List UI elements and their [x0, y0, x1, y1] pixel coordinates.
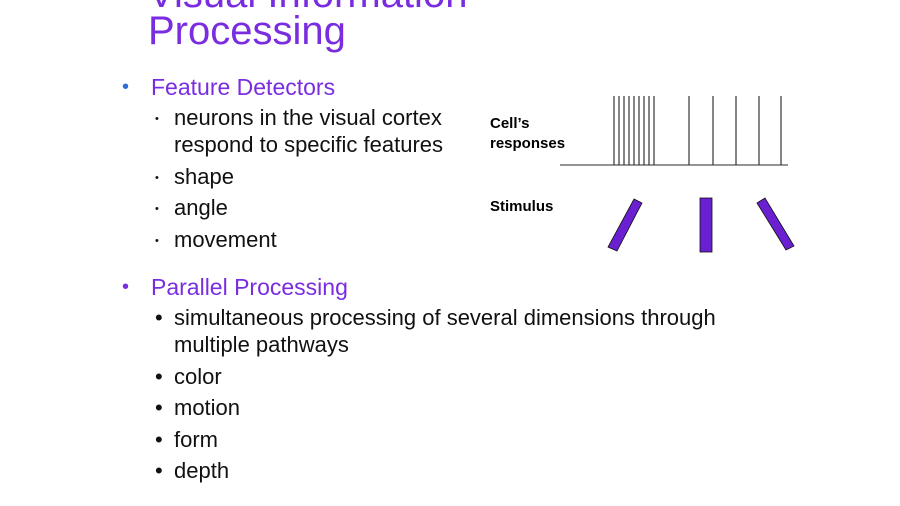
list-item: simultaneous processing of several dimen…	[174, 305, 716, 357]
list-bullet: •	[155, 235, 159, 247]
title-cut-off: Visual Information	[148, 0, 467, 14]
list-item: neurons in the visual cortex respond to …	[174, 105, 444, 157]
list-bullet: •	[155, 172, 159, 184]
list-item: shape	[174, 164, 234, 189]
section-heading-parallel-processing: Parallel Processing	[151, 274, 348, 300]
cell-responses-label: Cell’s responses	[490, 114, 565, 154]
list-item: movement	[174, 227, 277, 252]
section-heading-feature-detectors: Feature Detectors	[151, 74, 336, 100]
list-item: angle	[174, 195, 228, 220]
list-item: form	[174, 427, 218, 452]
list-bullet: •	[155, 305, 163, 330]
list-item: color	[174, 364, 222, 389]
list-bullet: •	[155, 458, 163, 483]
page-title: Processing	[148, 9, 346, 53]
list-bullet: •	[155, 203, 159, 215]
cell-responses-label-line2: responses	[490, 135, 566, 152]
cell-responses-label-line1: Cell’s	[490, 115, 530, 132]
list-bullet: •	[155, 395, 163, 420]
list-bullet: •	[155, 113, 159, 125]
stimulus-label: Stimulus	[490, 198, 554, 215]
list-bullet: •	[155, 427, 163, 452]
list-bullet: •	[155, 364, 163, 389]
list-item: depth	[174, 458, 230, 483]
section-bullet: •	[122, 276, 130, 298]
stimulus-bars	[607, 197, 795, 253]
stimulus-bar-vertical	[699, 197, 713, 253]
stimulus-bar-tilted-left	[756, 197, 795, 251]
feature-detector-diagram	[560, 96, 795, 253]
stimulus-bar-tilted-right	[607, 198, 643, 252]
spike-train	[613, 96, 782, 165]
section-bullet: •	[122, 76, 130, 98]
list-item: motion	[174, 395, 241, 420]
